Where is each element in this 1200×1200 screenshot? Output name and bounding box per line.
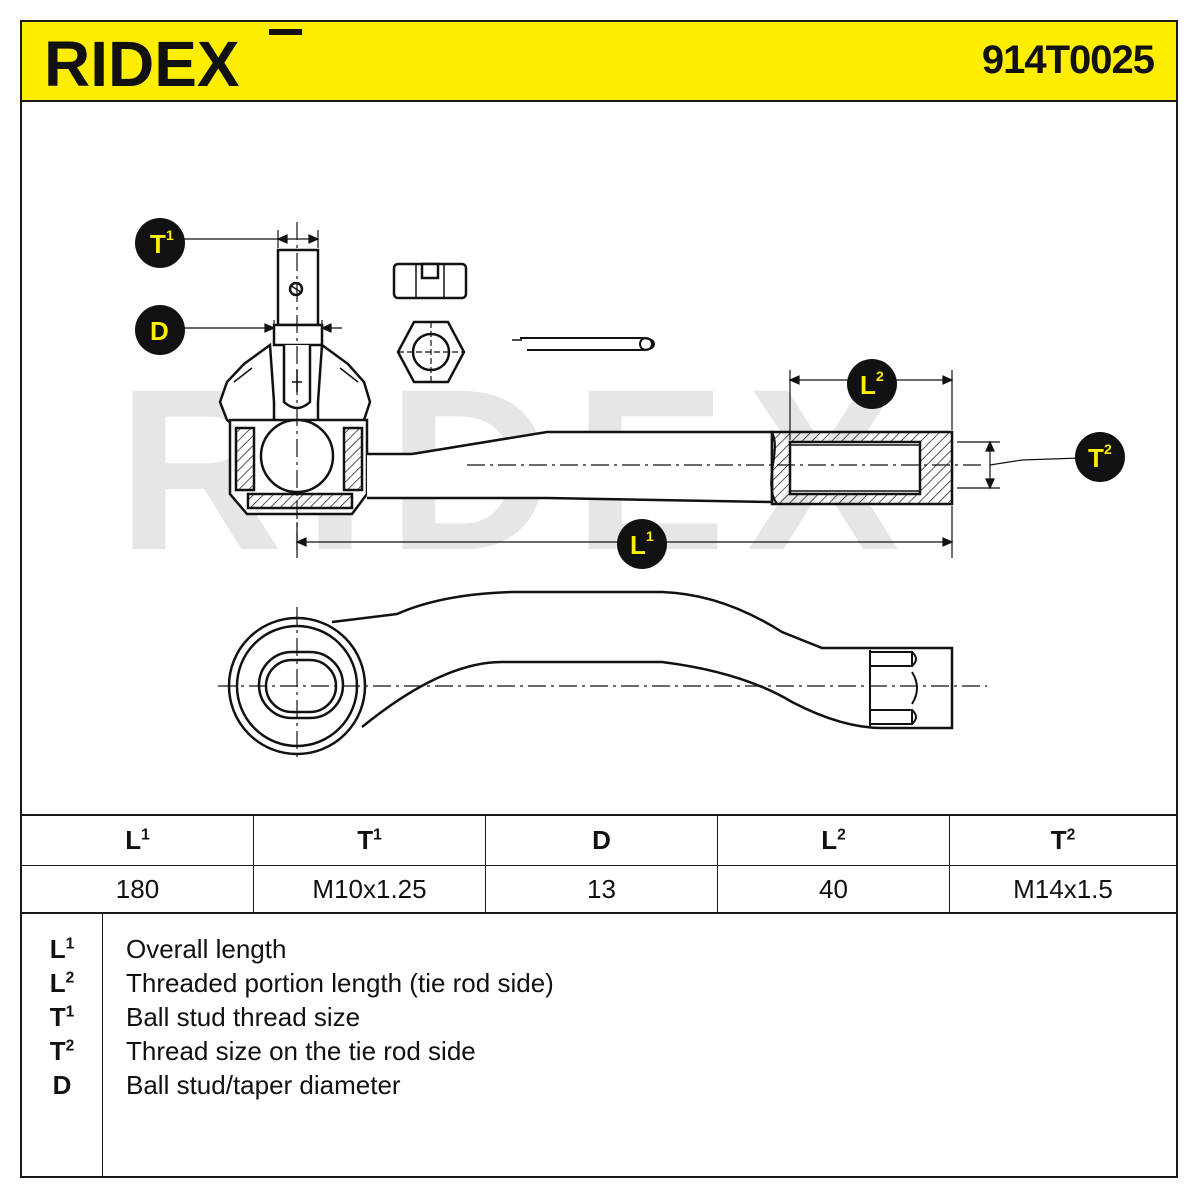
legend-description: Thread size on the tie rod side: [126, 1036, 476, 1066]
legend-symbol: L2: [49, 968, 75, 998]
legend-description: Overall length: [126, 934, 287, 964]
legend-description: Threaded portion length (tie rod side): [126, 968, 554, 998]
spec-table: L1 T1 D L2 T2 180 M10x1.25 13 40 M14x1.5: [22, 814, 1176, 914]
svg-text:2: 2: [876, 368, 884, 384]
side-view: [218, 222, 982, 552]
svg-text:1: 1: [166, 227, 174, 243]
technical-drawing: RIDEX: [117, 218, 1125, 762]
column-header-t2: T2: [949, 816, 1176, 865]
legend-item: L1 Overall length: [22, 932, 1176, 966]
legend-symbol: L1: [49, 934, 75, 964]
svg-text:T: T: [1088, 443, 1104, 473]
legend-item: D Ball stud/taper diameter: [22, 1068, 1176, 1102]
datasheet-frame: RIDEX 914T0025 RIDEX: [20, 20, 1178, 1178]
spec-table-header: L1 T1 D L2 T2: [22, 816, 1176, 866]
callout-t1: T 1: [135, 218, 185, 268]
dimension-t2: [957, 440, 1081, 490]
callout-l1: L 1: [617, 519, 667, 569]
value-t1: M10x1.25: [253, 865, 485, 914]
callout-d: D: [135, 305, 185, 355]
castle-nut-side-view: [392, 262, 468, 300]
value-l1: 180: [115, 874, 160, 904]
value-l2: 40: [717, 865, 949, 914]
callout-l2: L 2: [847, 359, 897, 409]
legend-description: Ball stud thread size: [126, 1002, 361, 1032]
legend-symbol: T1: [49, 1002, 75, 1032]
legend-divider: [102, 914, 103, 1176]
cotter-pin: [512, 337, 656, 351]
column-header-d: D: [485, 816, 717, 865]
value-t2: M14x1.5: [949, 865, 1176, 914]
legend-item: T1 Ball stud thread size: [22, 1000, 1176, 1034]
top-view: [218, 590, 987, 762]
legend-description: Ball stud/taper diameter: [126, 1070, 401, 1100]
legend-symbol: D: [52, 1070, 72, 1100]
header-bar: RIDEX 914T0025: [22, 22, 1176, 102]
brand-logo-text: RIDEX: [44, 28, 240, 94]
brand-logo: RIDEX: [44, 28, 302, 94]
svg-text:L: L: [860, 370, 876, 400]
value-d: 13: [485, 865, 717, 914]
svg-text:D: D: [150, 316, 169, 346]
spec-table-values: 180 M10x1.25 13 40 M14x1.5: [22, 865, 1176, 914]
column-header-t1: T1: [253, 816, 485, 865]
svg-text:L: L: [630, 530, 646, 560]
castle-nut-top-view: [396, 320, 466, 384]
part-number: 914T0025: [981, 38, 1155, 82]
legend: L1 Overall length L2 Threaded portion le…: [22, 914, 1176, 1176]
column-header-l2: L2: [717, 816, 949, 865]
dimension-t1: [180, 230, 320, 248]
dimension-d: [180, 320, 342, 338]
legend-symbol: T2: [49, 1036, 75, 1066]
legend-item: T2 Thread size on the tie rod side: [22, 1034, 1176, 1068]
column-header-l1: L1: [125, 825, 150, 855]
svg-text:T: T: [150, 229, 166, 259]
callout-t2: T 2: [1075, 432, 1125, 482]
legend-item: L2 Threaded portion length (tie rod side…: [22, 966, 1176, 1000]
svg-text:2: 2: [1104, 441, 1112, 457]
svg-text:1: 1: [646, 528, 654, 544]
